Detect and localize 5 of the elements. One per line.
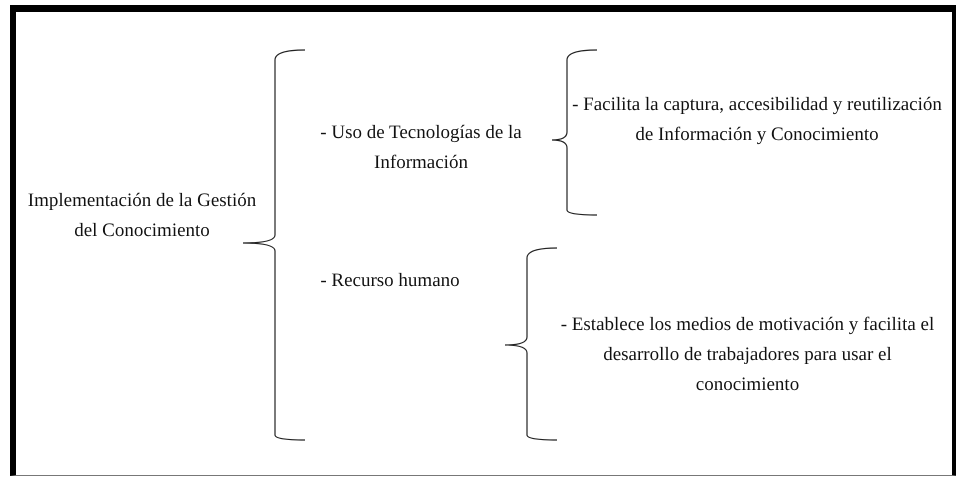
node-text: - Uso de Tecnologías de la Información — [296, 118, 546, 178]
node-text: Implementación de la Gestión del Conocimiento — [22, 186, 262, 246]
node-text: - Establece los medios de motivación y facilita el desarrollo de trabajadores para usar el conocimiento — [555, 310, 940, 400]
node-text: - Recurso humano — [290, 266, 490, 296]
node-text: - Facilita la captura, accesibilidad y reutilización de Información y Conocimiento — [572, 90, 942, 150]
